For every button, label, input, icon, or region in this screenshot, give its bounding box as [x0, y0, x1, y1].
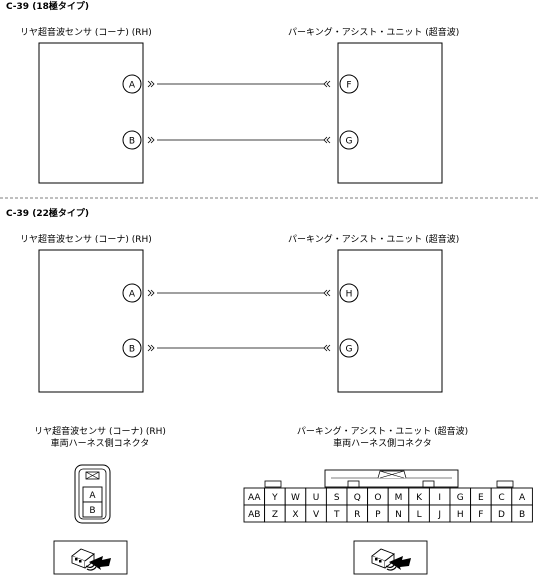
unit-connector-pin-label: F [478, 510, 483, 520]
unit-connector-pin-label: J [437, 510, 441, 520]
section2-sensor-pin-b-label: B [129, 345, 135, 355]
unit-connector-pin-label: S [334, 493, 340, 503]
section2-unit-box [337, 249, 443, 393]
section2-sensor-label: リヤ超音波センサ (コーナ) (RH) [20, 235, 152, 245]
section2-unit-label: パーキング・アシスト・ユニット (超音波) [288, 235, 460, 245]
section1-unit-pin-f [339, 74, 359, 94]
section2-sensor-pin-b [122, 338, 142, 358]
section1-unit-box [337, 42, 443, 184]
section1-title: C-39 (18極タイプ) [6, 2, 89, 12]
section1-wire-1: A F [122, 74, 359, 94]
unit-connector-pin-label: K [416, 493, 423, 503]
unit-connector-pin-label: O [374, 493, 381, 503]
section1-sensor-pin-b-label: B [129, 137, 135, 147]
unit-connector-pin-label: U [313, 493, 320, 503]
unit-connector-pin-label: E [478, 493, 484, 503]
unit-connector-pin-label: A [519, 493, 526, 503]
unit-connector-pin-label: P [375, 510, 381, 520]
sensor-connector-pin-a-label: A [89, 491, 96, 501]
section1-unit-pin-g-label: G [346, 137, 353, 147]
sensor-connector-label-line2: 車両ハーネス側コネクタ [50, 439, 150, 449]
unit-connector-pin-label: V [313, 510, 320, 520]
sensor-connector-label-line1: リヤ超音波センサ (コーナ) (RH) [34, 427, 166, 437]
section2-unit-pin-g [339, 338, 359, 358]
section2-unit-pin-h [339, 283, 359, 303]
unit-connector-pin-label: D [498, 510, 505, 520]
unit-connector-pin-label: X [292, 510, 298, 520]
unit-connector-pin-label: T [333, 510, 340, 520]
section2-unit-pin-h-label: H [346, 290, 353, 300]
unit-connector-pin-label: C [498, 493, 504, 503]
section2-wire-1: A H [122, 283, 359, 303]
unit-connector-pin-label: W [291, 493, 300, 503]
unit-connector-pin-label: L [417, 510, 422, 520]
sensor-harness-connector: A B [74, 464, 111, 524]
unit-connector-pin-label: AB [248, 510, 260, 520]
section2-unit-pin-g-label: G [346, 345, 353, 355]
unit-connector-pin-label: M [395, 493, 403, 503]
section1-sensor-pin-b [122, 130, 142, 150]
unit-connector-pin-label: I [438, 493, 441, 503]
section1-unit-pin-f-label: F [346, 81, 351, 91]
unit-connector-label-line1: パーキング・アシスト・ユニット (超音波) [296, 427, 469, 437]
unit-connector-pin-label: N [395, 510, 402, 520]
section1-sensor-label: リヤ超音波センサ (コーナ) (RH) [20, 28, 152, 38]
unit-connector-pin-label: B [519, 510, 525, 520]
section1-sensor-pin-a-label: A [129, 81, 136, 91]
unit-connector-pin-cell [511, 504, 533, 523]
section1-wire-2: B G [122, 130, 359, 150]
unit-connector-pin-label: G [457, 493, 464, 503]
section1-unit-label: パーキング・アシスト・ユニット (超音波) [288, 28, 460, 38]
section2-title: C-39 (22極タイプ) [6, 209, 89, 219]
sensor-connector-pin-b-label: B [89, 506, 95, 516]
unit-connector-pin-label: AA [248, 493, 261, 503]
section1-sensor-pin-a [122, 74, 142, 94]
section1-unit-pin-g [339, 130, 359, 150]
unit-connector-pin-label: R [354, 510, 360, 520]
unit-connector-pin-label: Q [354, 493, 361, 503]
section2-sensor-pin-a-label: A [129, 290, 136, 300]
unit-connector-pin-label: H [457, 510, 464, 520]
sensor-connector-pin-b [82, 501, 103, 518]
section2-sensor-pin-a [122, 283, 142, 303]
unit-harness-connector: AA Y W U S Q O M K I G E C A AB Z X V T R P N L J H F D B [243, 469, 533, 523]
unit-connector-pin-label: Z [272, 510, 278, 520]
section1-sensor-box [38, 42, 144, 184]
unit-connector-label-line2: 車両ハーネス側コネクタ [333, 439, 432, 449]
section2-sensor-box [38, 249, 144, 393]
unit-connector-pin-grid: AA Y W U S Q O M K I G E C A AB Z X V T R P N L J H F D B [243, 487, 533, 523]
section2-wire-2: B G [122, 338, 359, 358]
unit-connector-pin-label: Y [271, 493, 278, 503]
